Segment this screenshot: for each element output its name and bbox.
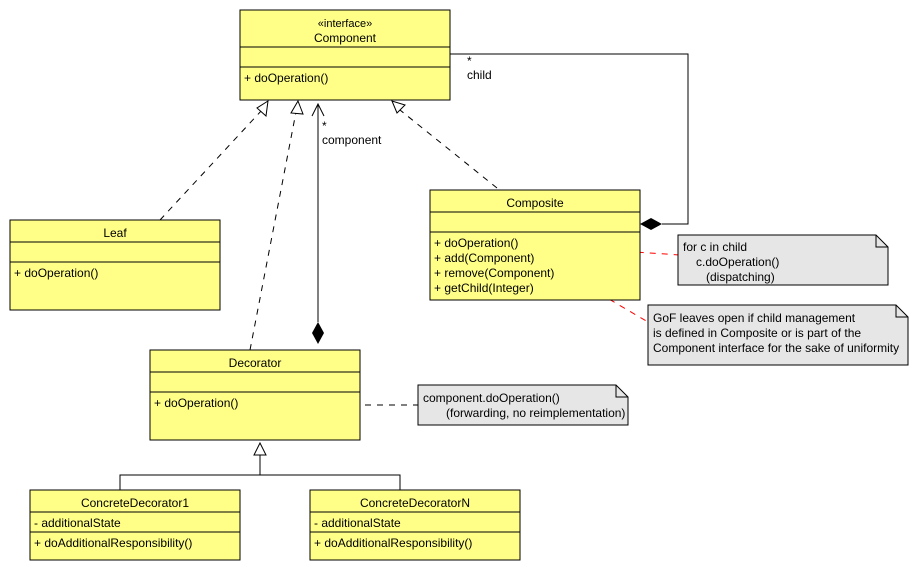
operation: + doOperation() [244, 71, 328, 85]
note-dispatching[interactable]: for c in child c.doOperation() (dispatch… [677, 234, 889, 286]
note-line: GoF leaves open if child management [653, 311, 856, 325]
operation: + add(Component) [434, 251, 534, 265]
operation: + doAdditionalResponsibility() [34, 536, 192, 550]
class-component[interactable]: «interface» Component + doOperation() [239, 9, 451, 101]
operation: + doOperation() [434, 236, 518, 250]
leaf-realization-arrowhead-icon [256, 100, 269, 117]
class-name: Leaf [103, 226, 127, 240]
class-concrete-decorator-1[interactable]: ConcreteDecorator1 - additionalState + d… [29, 489, 241, 561]
connectors: * child * component [119, 53, 689, 490]
note-line: Component interface for the sake of unif… [653, 341, 899, 355]
operation: + getChild(Integer) [434, 281, 534, 295]
operation: + doOperation() [14, 266, 98, 280]
class-leaf[interactable]: Leaf + doOperation() [9, 219, 221, 311]
class-name: Decorator [229, 356, 282, 370]
class-concrete-decorator-n[interactable]: ConcreteDecoratorN - additionalState + d… [309, 489, 521, 561]
operation: + doOperation() [154, 396, 238, 410]
composition-diamond-icon [312, 322, 324, 344]
leaf-realization-line [159, 109, 263, 221]
note-line: c.doOperation() [696, 255, 779, 269]
open-arrowhead-icon [311, 102, 325, 117]
operation: + doAdditionalResponsibility() [314, 536, 472, 550]
composition-diamond-icon [640, 218, 662, 230]
class-composite[interactable]: Composite + doOperation() + add(Componen… [429, 189, 641, 301]
generalization-branch-line [119, 474, 401, 490]
class-stereotype: «interface» [318, 18, 372, 30]
generalization-arrowhead-icon [253, 441, 267, 456]
child-association-line [450, 53, 689, 225]
note-line: (dispatching) [706, 270, 775, 284]
attribute: - additionalState [314, 516, 401, 530]
component-role: component [322, 133, 382, 147]
attribute: - additionalState [34, 516, 121, 530]
composite-realization-line [399, 109, 498, 189]
note-line: for c in child [683, 240, 747, 254]
class-name: ConcreteDecoratorN [360, 496, 470, 510]
composite-realization-arrowhead-icon [391, 100, 406, 114]
class-decorator[interactable]: Decorator + doOperation() [149, 349, 361, 441]
component-multiplicity: * [322, 119, 327, 133]
child-role: child [467, 68, 492, 82]
decorator-realization-line [249, 111, 297, 351]
operation: + remove(Component) [434, 266, 554, 280]
note-line: (forwarding, no reimplementation) [446, 406, 625, 420]
class-name: Component [314, 31, 377, 45]
note-line: is defined in Composite or is part of th… [653, 326, 861, 340]
note-gof[interactable]: GoF leaves open if child management is d… [647, 304, 909, 366]
note-line: component.doOperation() [423, 391, 560, 405]
note-forwarding[interactable]: component.doOperation() (forwarding, no … [417, 384, 629, 426]
class-name: ConcreteDecorator1 [81, 496, 189, 510]
decorator-realization-arrowhead-icon [290, 99, 304, 115]
class-name: Composite [506, 196, 564, 210]
child-multiplicity: * [467, 54, 472, 68]
